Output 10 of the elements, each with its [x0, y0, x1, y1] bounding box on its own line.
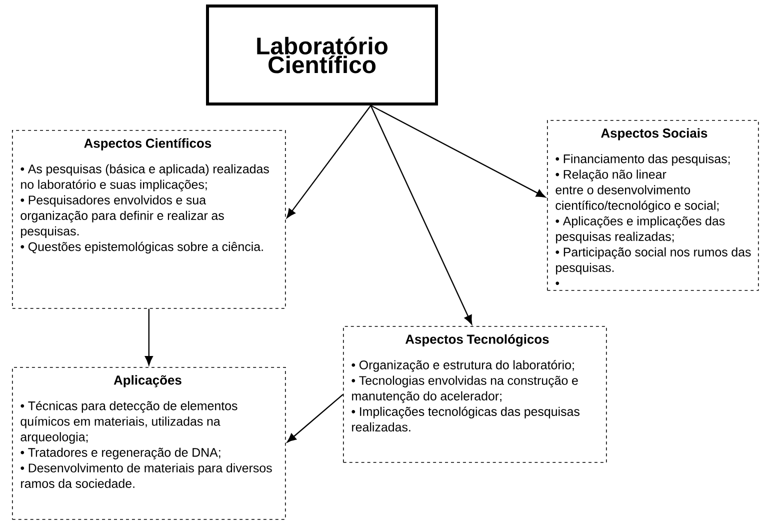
- topic-box: Aspectos Tecnológicos • Organização e estrutura do laboratório; • Tecnologias envolvidas na construção e manutenção do acelerador; • Implicações tecnológicas das pesquisas realizadas.: [343, 326, 607, 463]
- arrow: [370, 104, 546, 198]
- topic-box: Aspectos Científicos • As pesquisas (básica e aplicada) realizadas no laboratório e suas implicações; • Pesquisadores envolvidos e sua organização para definir e realizar as pesquisas. • Questões epistemológicas sobre a ciência.: [12, 130, 286, 309]
- title-box: Laboratório Científico: [206, 4, 438, 106]
- topic-box: Aplicações • Técnicas para detecção de elementos químicos em materiais, utilizadas na arqueologia; • Tratadores e regeneração de DNA; • Desenvolvimento de materiais para diversos ramos da sociedade.: [12, 367, 286, 520]
- arrow: [370, 105, 472, 325]
- topic-box: Aspectos Sociais • Financiamento das pesquisas; • Relação não linear entre o desenvolvimento científico/tecnológico e social; • Aplicações e implicações das pesquisas realizadas; • Participação social nos rumos das pesquisas. •: [547, 120, 759, 291]
- arrow: [286, 105, 372, 218]
- arrow: [286, 394, 344, 443]
- arrow: [144, 308, 153, 366]
